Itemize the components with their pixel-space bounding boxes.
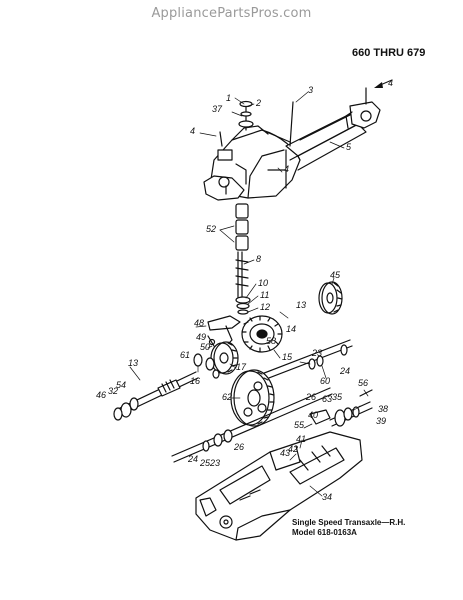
callout: 45 (330, 270, 341, 280)
callout: 15 (282, 352, 293, 362)
axle-tube (285, 101, 381, 171)
callout: 3 (308, 85, 313, 95)
callout: 26 (233, 442, 244, 452)
callout: 56 (358, 378, 368, 388)
callout: 13 (296, 300, 306, 310)
callout: 41 (296, 434, 306, 444)
diagram-caption: Single Speed Transaxle—R.H. Model 618-01… (292, 518, 405, 538)
callout: 24 (339, 366, 350, 376)
callout: 25 (199, 458, 211, 468)
gear-45 (318, 281, 343, 315)
callout: 40 (308, 410, 318, 420)
callout: 37 (212, 104, 223, 114)
callout: 63 (322, 394, 332, 404)
caption-line-1: Single Speed Transaxle—R.H. (292, 518, 406, 527)
washers-61 (193, 353, 220, 379)
callout: 55 (294, 420, 305, 430)
cover-bolts (219, 87, 367, 169)
callout: 1 (226, 93, 231, 103)
bushings-and-shaft (235, 203, 251, 315)
transaxle-case (195, 431, 363, 541)
callout-labels: 1 2 3 4 37 4 5 4 52 8 10 11 12 13 45 14 … (96, 78, 393, 502)
callout: 42 (288, 444, 298, 454)
callout: 4 (284, 164, 289, 174)
callout: 26 (305, 392, 316, 402)
callout: 39 (376, 416, 386, 426)
callout: 58 (266, 336, 276, 346)
callout: 16 (190, 376, 200, 386)
caption-line-2: Model 618-0163A (292, 528, 357, 537)
callout: 23 (209, 458, 220, 468)
arrow-icon (374, 79, 393, 88)
cross-shaft-lower (171, 387, 333, 463)
input-shaft-13 (113, 371, 199, 421)
callout: 24 (187, 454, 198, 464)
bevel-gear-58 (241, 315, 283, 353)
callout: 54 (116, 380, 126, 390)
callout: 8 (256, 254, 261, 264)
callout: 12 (260, 302, 270, 312)
shift-fork (207, 315, 241, 347)
callout: 49 (196, 332, 206, 342)
brake-parts (309, 389, 373, 427)
callout: 38 (378, 404, 388, 414)
callout: 13 (128, 358, 138, 368)
callout: 52 (206, 224, 216, 234)
callout: 5 (346, 142, 352, 152)
callout: 2 (255, 98, 261, 108)
callout: 23 (311, 348, 322, 358)
callout: 61 (180, 350, 190, 360)
leader-lines (129, 91, 369, 497)
gear-17 (210, 341, 239, 375)
callout: 11 (260, 290, 269, 300)
callout: 4 (388, 78, 393, 88)
callout: 50 (200, 342, 210, 352)
callout: 46 (96, 390, 106, 400)
callout: 17 (236, 362, 247, 372)
callout: 35 (332, 392, 343, 402)
callout: 62 (222, 392, 232, 402)
transaxle-cover (203, 125, 301, 201)
callout: 14 (286, 324, 296, 334)
model-range: 660 THRU 679 (352, 47, 426, 59)
callout: 32 (108, 386, 118, 396)
callout: 4 (190, 126, 195, 136)
watermark: AppliancePartsPros.com (151, 6, 312, 21)
callout: 48 (194, 318, 204, 328)
callout: 60 (320, 376, 330, 386)
callout: 34 (322, 492, 332, 502)
callout: 10 (258, 278, 268, 288)
callout: 43 (280, 448, 290, 458)
